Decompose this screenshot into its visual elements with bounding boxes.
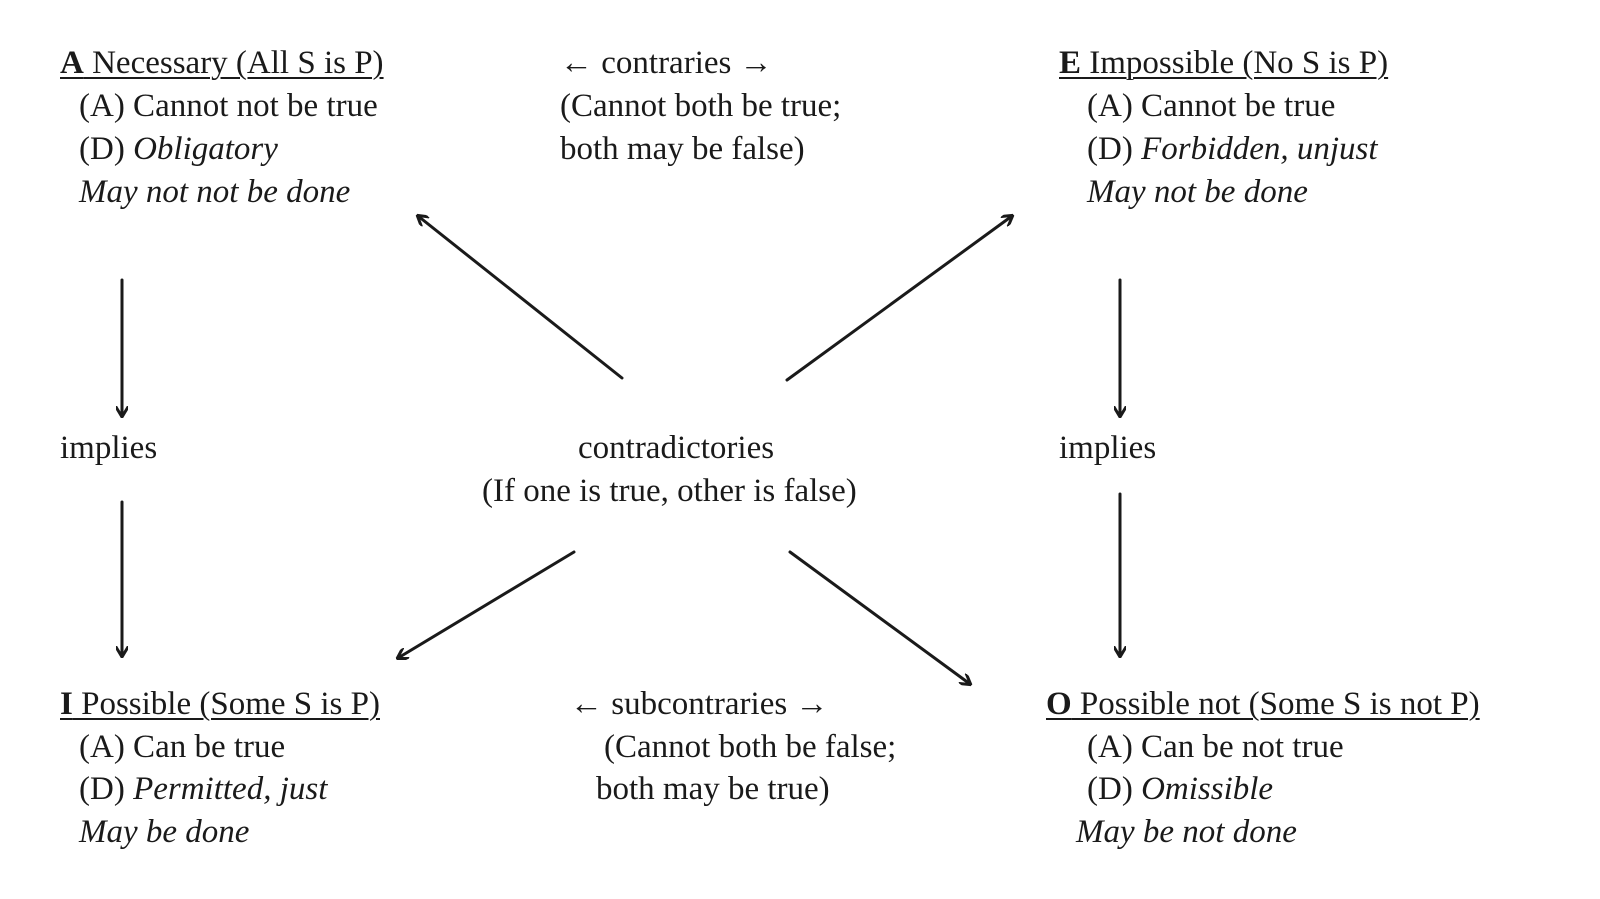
corner-A-letter: A xyxy=(60,45,84,81)
corner-O-practical: May be not done xyxy=(1076,814,1297,850)
corner-E-letter: E xyxy=(1059,45,1082,81)
corner-A-title: A Necessary (All S is P) xyxy=(60,45,384,81)
contraries-desc-line1: (Cannot both be true; xyxy=(560,88,842,124)
corner-O-alethic: (A) Can be not true xyxy=(1087,729,1344,765)
corner-I-letter: I xyxy=(60,686,73,722)
corner-O-deontic: (D) Omissible xyxy=(1087,771,1274,807)
implies-left-label: implies xyxy=(60,430,158,466)
subcontraries-label: ← subcontraries → xyxy=(570,686,829,722)
contradictory-arrow-to-O xyxy=(788,550,970,684)
corner-E-deontic: (D) Forbidden, unjust xyxy=(1087,131,1378,167)
contraries-label: ← contraries → xyxy=(560,45,773,81)
corner-E-practical: May not be done xyxy=(1087,174,1308,210)
contradictory-arrow-to-A xyxy=(418,216,624,380)
corner-I-title: I Possible (Some S is P) xyxy=(60,686,380,722)
subcontraries-desc-line1: (Cannot both be false; xyxy=(604,729,897,765)
contradictories-label: contradictories xyxy=(578,430,775,466)
corner-E-title: E Impossible (No S is P) xyxy=(1059,45,1389,81)
implies-right-label: implies xyxy=(1059,430,1157,466)
subcontraries-desc-line2: both may be true) xyxy=(596,771,830,807)
corner-A-deontic: (D) Obligatory xyxy=(79,131,278,167)
corner-A-alethic: (A) Cannot not be true xyxy=(79,88,378,124)
corner-O-title: O Possible not (Some S is not P) xyxy=(1046,686,1480,722)
contradictory-arrow-to-I xyxy=(398,550,576,658)
contradictory-arrow-to-E xyxy=(785,216,1012,382)
corner-I-alethic: (A) Can be true xyxy=(79,729,286,765)
contraries-desc-line2: both may be false) xyxy=(560,131,805,167)
corner-O-letter: O xyxy=(1046,686,1072,722)
corner-I-practical: May be done xyxy=(79,814,250,850)
corner-E-alethic: (A) Cannot be true xyxy=(1087,88,1336,124)
contradictories-desc: (If one is true, other is false) xyxy=(482,473,857,509)
corner-I-deontic: (D) Permitted, just xyxy=(79,771,328,807)
corner-A-practical: May not not be done xyxy=(79,174,351,210)
